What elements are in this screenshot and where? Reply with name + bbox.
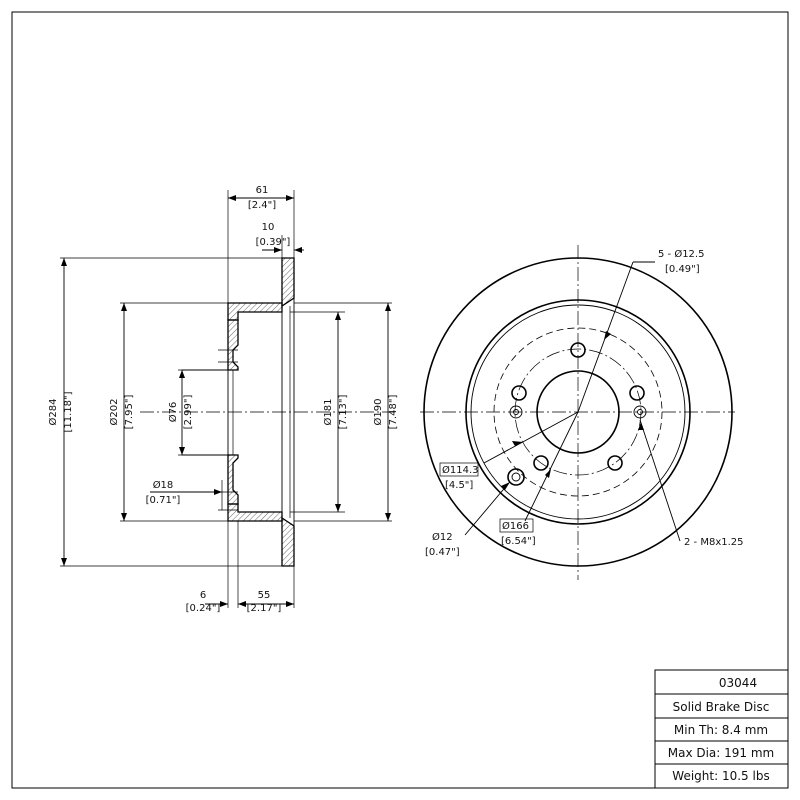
dim-center-bore: Ø76 (167, 402, 179, 423)
dim-outer-diameter: Ø284 (47, 399, 59, 426)
inner-circle-hidden (493, 327, 663, 497)
dim-inner-circle: Ø166 (502, 520, 529, 532)
drawing-border (11, 11, 789, 789)
min-thickness: Min Th: 8.4 mm (674, 723, 768, 737)
max-diameter: Max Dia: 191 mm (668, 746, 775, 760)
part-number: 03044 (719, 676, 757, 690)
dim-outer-diameter-inch: [11.18"] (63, 391, 74, 432)
dim-hat-thickness: 6 (200, 590, 206, 601)
dim-pin-hole: Ø18 (153, 479, 174, 491)
dim-rotor-thickness-inch: [0.39"] (256, 237, 291, 248)
front-view (420, 245, 735, 580)
threaded-hole (633, 405, 647, 419)
weight: Weight: 10.5 lbs (672, 769, 769, 783)
hat-outer-edge (465, 299, 691, 525)
dim-hat-thickness-inch: [0.24"] (186, 603, 221, 614)
outer-disc-edge (423, 257, 733, 567)
dim-thread: 2 - M8x1.25 (684, 537, 744, 548)
threaded-hole (509, 405, 523, 419)
hat-face-upper (227, 319, 239, 371)
dim-inner-circle-inch: [6.54"] (501, 536, 536, 547)
hat-wall-lower (227, 503, 283, 522)
front-view-dimensions: 5 - Ø12.5 [0.49"] Ø114.3 [4.5"] Ø12 [0.4… (425, 248, 744, 558)
pilot-hole (507, 468, 525, 486)
bolt-circle (514, 348, 642, 476)
dim-lug-holes-inch: [0.49"] (665, 264, 700, 275)
dim-center-bore-inch: [2.99"] (183, 395, 194, 430)
hat-wall-upper (227, 302, 283, 321)
lug-holes (511, 342, 645, 471)
dim-drum-outer: Ø190 (372, 399, 384, 426)
dim-overall-height-inch: [2.4"] (248, 200, 276, 211)
rotor-ring-lower (281, 516, 295, 567)
inner-circle-box (499, 518, 534, 533)
lug-hole (629, 385, 645, 401)
title-block: 03044 Solid Brake Disc Min Th: 8.4 mm Ma… (654, 669, 789, 789)
dim-pilot-hole-inch: [0.47"] (425, 547, 460, 558)
dim-hat-depth: 55 (258, 590, 271, 601)
dim-drum-inner-inch: [7.13"] (338, 395, 349, 430)
lug-hole (570, 342, 586, 358)
dim-bolt-circle-inch: [4.5"] (445, 480, 473, 491)
dim-bolt-circle: Ø114.3 (442, 464, 479, 476)
part-description: Solid Brake Disc (673, 700, 770, 714)
center-bore (536, 370, 620, 454)
hat-face-lower (227, 454, 239, 505)
dim-drum-outer-inch: [7.48"] (388, 395, 399, 430)
dim-hat-diameter: Ø202 (108, 399, 120, 426)
hat-inner-edge (470, 304, 686, 520)
lug-hole (607, 455, 623, 471)
bolt-circle-box (439, 462, 479, 477)
rotor-ring-upper (281, 257, 295, 308)
dim-drum-inner: Ø181 (322, 399, 334, 426)
side-view-section (60, 190, 395, 608)
dim-hat-depth-inch: [2.17"] (247, 603, 282, 614)
lug-hole (511, 385, 527, 401)
dim-rotor-thickness: 10 (262, 222, 275, 233)
side-view-dimensions: 61 [2.4"] 10 [0.39"] Ø284 [11.18"] Ø202 … (47, 185, 399, 614)
dim-hat-diameter-inch: [7.95"] (124, 395, 135, 430)
dim-pilot-hole: Ø12 (432, 531, 453, 543)
dim-overall-height: 61 (256, 185, 269, 196)
dim-pin-hole-inch: [0.71"] (146, 495, 181, 506)
threaded-holes (509, 405, 647, 419)
dim-lug-holes: 5 - Ø12.5 (658, 248, 704, 260)
lug-hole (533, 455, 549, 471)
